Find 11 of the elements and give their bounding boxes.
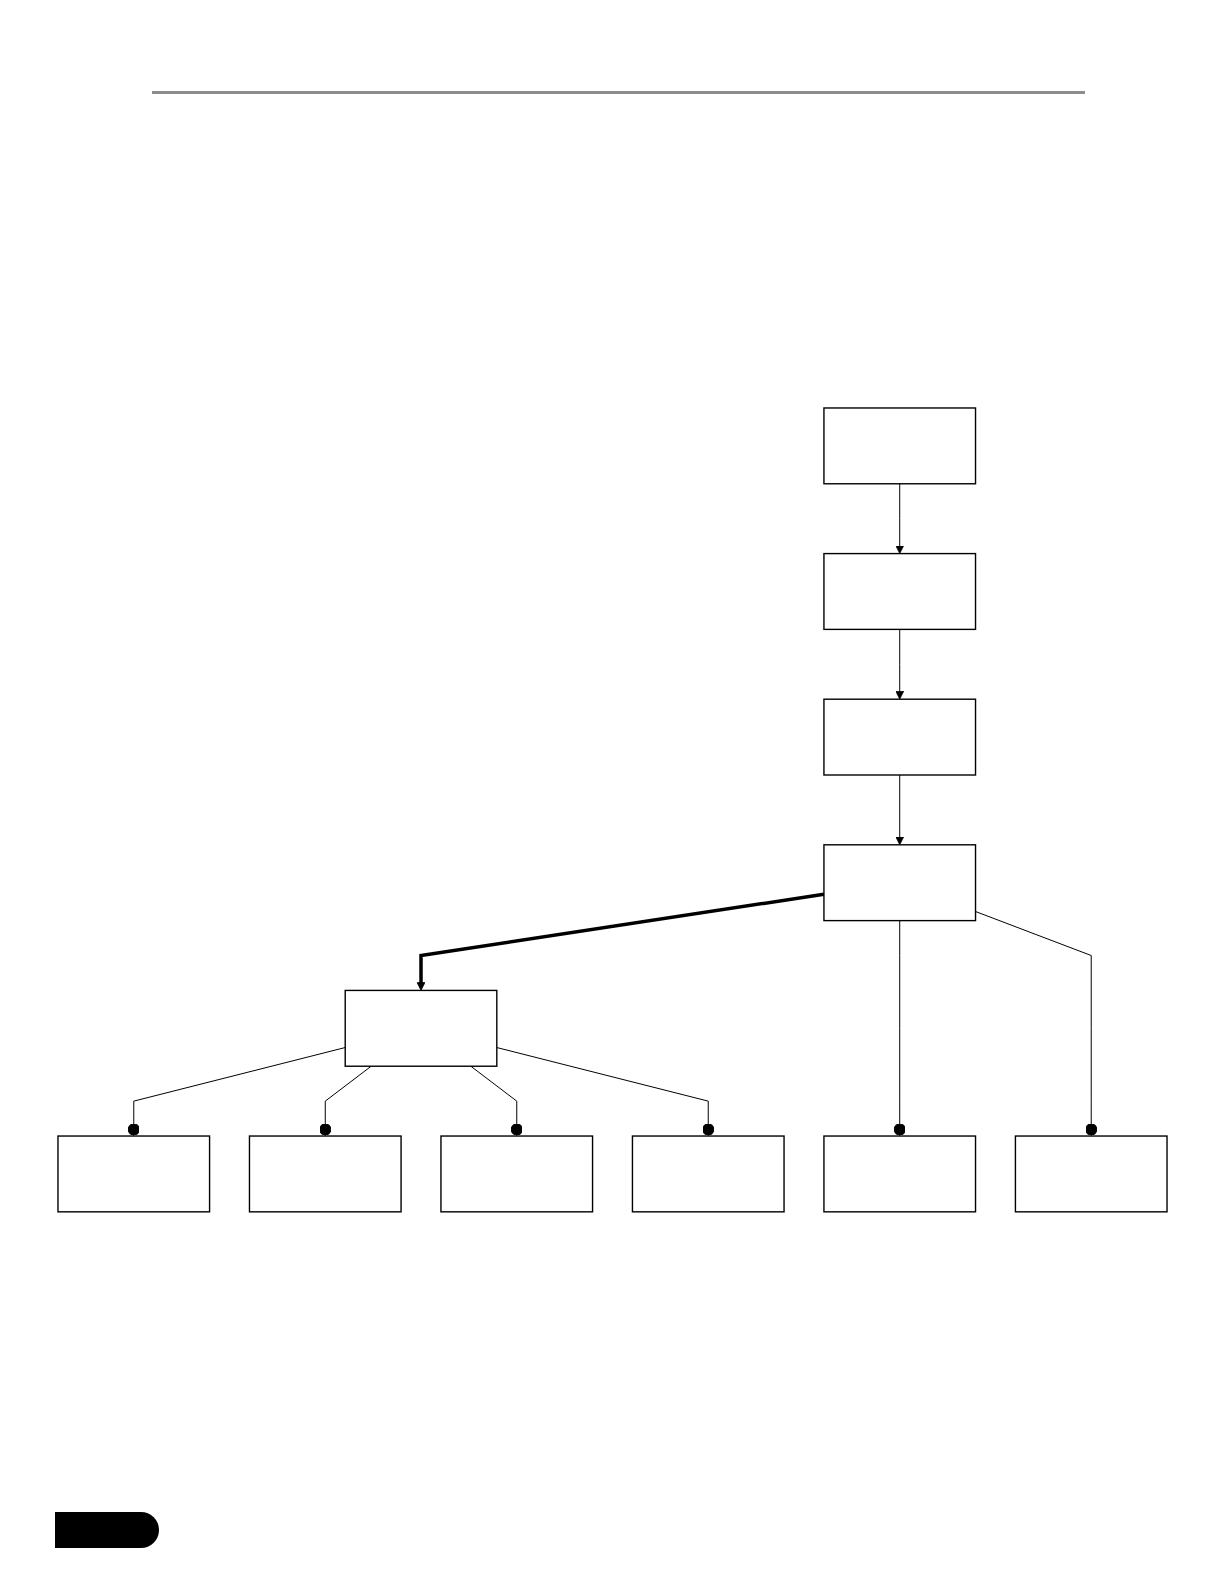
- node-box: [631, 1135, 785, 1213]
- node-box: [823, 844, 977, 922]
- node-box: [344, 989, 498, 1067]
- node-box: [823, 407, 977, 485]
- node-box: [57, 1135, 211, 1213]
- node-box: [1014, 1135, 1168, 1213]
- node-box: [440, 1135, 594, 1213]
- node-box: [823, 1135, 977, 1213]
- node-box: [823, 698, 977, 776]
- node-box: [248, 1135, 402, 1213]
- node-box: [823, 552, 977, 631]
